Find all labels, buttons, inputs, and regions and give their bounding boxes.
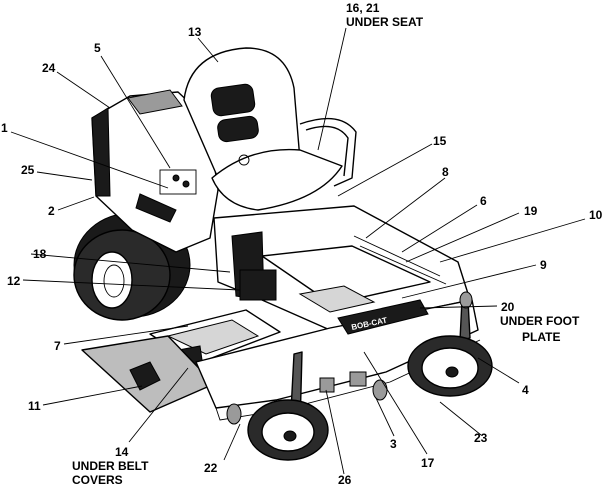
note-under-foot-plate-line2: PLATE: [522, 330, 560, 344]
callout-16-21: 16, 21: [346, 1, 380, 15]
callout-13: 13: [188, 25, 202, 39]
callout-3: 3: [390, 437, 397, 451]
engine-body: [91, 89, 219, 253]
callout-14: 14: [115, 445, 129, 459]
anti-scalp-rollers: [226, 291, 473, 425]
note-under-foot-plate-line1: UNDER FOOT: [500, 314, 580, 328]
callout-26: 26: [338, 473, 352, 487]
location-notes: UNDER SEAT UNDER FOOT PLATE UNDER BELT C…: [72, 15, 580, 487]
callout-17: 17: [421, 456, 435, 470]
callout-18: 18: [33, 247, 47, 261]
chassis: [213, 205, 471, 331]
callout-11: 11: [28, 399, 41, 413]
mower-illustration: BOB-CAT: [73, 47, 493, 461]
callout-7: 7: [54, 339, 61, 353]
callout-23: 23: [474, 431, 488, 445]
callout-19: 19: [524, 204, 538, 218]
callout-24: 24: [42, 61, 56, 75]
callout-6: 6: [480, 194, 487, 208]
callout-2: 2: [48, 204, 55, 218]
note-under-seat: UNDER SEAT: [346, 15, 424, 29]
seat: [183, 47, 357, 211]
callout-8: 8: [442, 165, 449, 179]
callout-25: 25: [21, 163, 35, 177]
front-caster-left: [247, 351, 329, 461]
front-caster-right: [407, 299, 493, 397]
callout-4: 4: [522, 383, 529, 397]
leader-lines: [10, 27, 586, 475]
note-under-belt-covers-line1: UNDER BELT: [72, 459, 149, 473]
callout-12: 12: [7, 274, 21, 288]
callout-15: 15: [433, 134, 447, 148]
note-under-belt-covers-line2: COVERS: [72, 473, 123, 487]
callout-20: 20: [501, 300, 515, 314]
callout-9: 9: [540, 258, 547, 272]
callout-1: 1: [1, 121, 8, 135]
callout-10: 10: [589, 208, 603, 222]
callout-22: 22: [204, 461, 218, 475]
callout-5: 5: [94, 41, 101, 55]
